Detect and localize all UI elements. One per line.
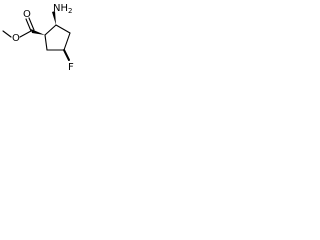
ring-bond-c3-c4 <box>63 32 71 51</box>
carbonyl-bond-a <box>25 18 32 32</box>
ring-bond-c2-c3 <box>55 24 71 34</box>
amino-label: NH2 <box>53 3 72 15</box>
amino-n-label: N <box>53 3 60 14</box>
structure-diagram: NH2 O O F <box>2 3 74 73</box>
carbonyl-bond-b <box>28 17 35 31</box>
ester-oxygen-label: O <box>12 33 20 44</box>
ester-bond-c-o <box>19 30 32 38</box>
bond-fluoro <box>63 49 70 61</box>
ring-bond-c5-c1 <box>44 34 48 51</box>
wedge-bond-ester <box>31 29 45 35</box>
methyl-bond <box>2 30 12 38</box>
fluoro-label: F <box>68 62 74 73</box>
amino-subscript: 2 <box>68 7 72 15</box>
wedge-bond-amino <box>52 11 56 25</box>
carbonyl-oxygen-label: O <box>23 9 31 20</box>
amino-h-label: H <box>60 3 68 14</box>
ring-bond-c1-c2 <box>44 24 57 36</box>
